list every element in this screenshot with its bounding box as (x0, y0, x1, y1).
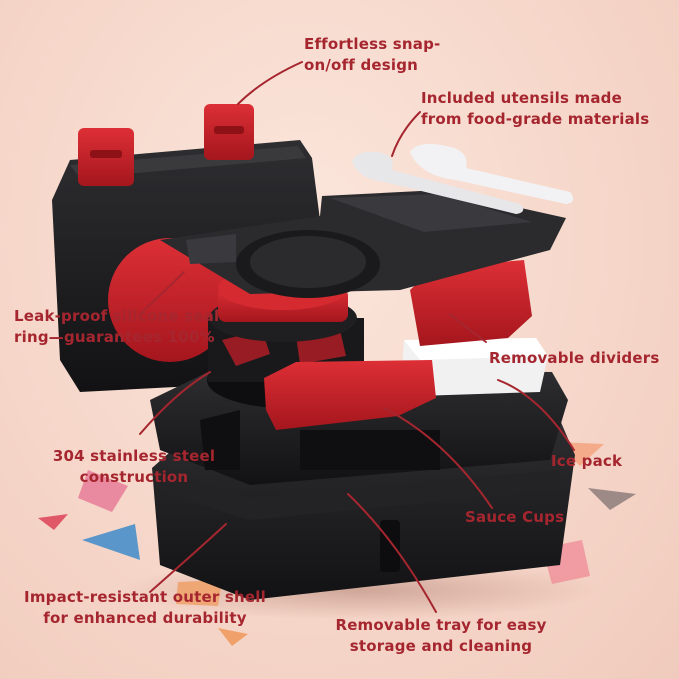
confetti-orange-triangle (218, 628, 248, 646)
fork-shape (352, 151, 524, 214)
utensils (352, 144, 574, 214)
confetti-grey-shape (588, 488, 636, 510)
label-silicone-seal: Leak-proof silicone seal ring—guarantees… (14, 307, 220, 346)
label-snap-design: Effortless snap- on/off design (304, 35, 441, 74)
confetti-blue-shape (82, 524, 140, 560)
confetti-pink-shape (78, 470, 128, 512)
callout-line-shell (149, 523, 227, 593)
label-outer-shell: Impact-resistant outer shell for enhance… (24, 588, 266, 627)
label-utensils: Included utensils made from food-grade m… (421, 89, 650, 128)
confetti-red-shape (38, 514, 68, 530)
callout-line-ice (497, 379, 575, 451)
callout-line-seal (139, 271, 185, 315)
callout-line-steel (139, 371, 211, 435)
top-tray-lid (160, 190, 566, 298)
label-removable-dividers: Removable dividers (489, 349, 660, 367)
silicone-seal-ring (108, 238, 232, 362)
label-stainless-steel: 304 stainless steel construction (52, 447, 216, 486)
label-removable-tray: Removable tray for easy storage and clea… (335, 616, 547, 655)
callout-line-sauce (383, 407, 493, 509)
label-ice-pack: Ice pack (551, 452, 623, 470)
callout-line-tray (347, 493, 437, 613)
label-sauce-cups: Sauce Cups (465, 508, 565, 526)
callout-lines (139, 61, 575, 613)
spoon-shape (410, 144, 574, 204)
confetti-orange-shape (176, 580, 222, 606)
callout-line-utensils (391, 111, 421, 157)
callout-line-snap (237, 61, 303, 105)
removable-divider (410, 260, 532, 346)
callout-line-dividers (449, 313, 487, 343)
